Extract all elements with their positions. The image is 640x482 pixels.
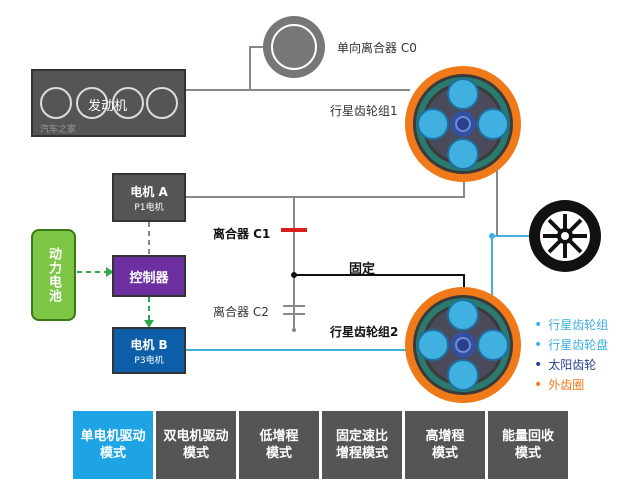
legend-dot: •	[534, 336, 543, 353]
planetary-gearset-2-icon	[405, 287, 521, 403]
battery-block: 动力电池	[31, 229, 76, 321]
mode-tab-fixed-ratio[interactable]: 固定速比增程模式	[322, 411, 402, 479]
mode-label-line1: 固定速比	[335, 429, 388, 444]
planetary-gearset-2-label: 行星齿轮组2	[330, 325, 399, 339]
legend-label: 行星齿轮组	[548, 318, 609, 332]
engine-cylinders-icon	[40, 87, 178, 119]
engine-watermark: 汽车之家	[40, 125, 77, 135]
battery-label: 动力电池	[46, 247, 61, 303]
mode-label-line2: 模式	[99, 446, 126, 461]
legend: • 行星齿轮组 • 行星齿轮盘 • 太阳齿轮 • 外齿圈	[534, 316, 608, 396]
motor-a-subtitle: P1电机	[134, 202, 164, 213]
motor-b-title: 电机 B	[130, 337, 168, 352]
motor-b-block: 电机 B P3电机	[112, 327, 186, 374]
legend-label: 行星齿轮盘	[548, 338, 609, 352]
mode-tab-single-motor[interactable]: 单电机驱动模式	[73, 411, 153, 479]
legend-dot: •	[534, 356, 543, 373]
planetary-gearset-1-icon	[405, 66, 521, 182]
legend-dot: •	[534, 376, 543, 393]
legend-item: • 行星齿轮组	[534, 316, 608, 333]
engine-block	[31, 69, 186, 137]
mode-tab-high-range-extend[interactable]: 高增程模式	[405, 411, 485, 479]
mode-tab-low-range-extend[interactable]: 低增程模式	[239, 411, 319, 479]
mode-tab-energy-recovery[interactable]: 能量回收模式	[488, 411, 568, 479]
motor-a-title: 电机 A	[130, 184, 168, 199]
mode-tab-dual-motor[interactable]: 双电机驱动模式	[156, 411, 236, 479]
legend-label: 外齿圈	[548, 378, 585, 392]
clutch-c1-label: 离合器 C1	[213, 227, 271, 241]
mode-label-line2: 模式	[514, 446, 541, 461]
mode-label-line2: 模式	[182, 446, 209, 461]
legend-item: • 外齿圈	[534, 376, 608, 393]
mode-label-line1: 能量回收	[501, 429, 554, 444]
mode-label-line2: 增程模式	[335, 446, 388, 461]
legend-item: • 太阳齿轮	[534, 356, 608, 373]
fixed-label: 固定	[349, 262, 376, 277]
mode-label-line1: 高增程	[425, 429, 465, 444]
planetary-gearset-1-label: 行星齿轮组1	[330, 104, 398, 118]
mode-label-line1: 双电机驱动	[163, 429, 229, 444]
mode-label-line2: 模式	[265, 446, 292, 461]
engine-label: 发动机	[88, 99, 128, 114]
legend-dot: •	[534, 316, 543, 333]
mode-label-line2: 模式	[431, 446, 458, 461]
mode-label-line1: 低增程	[259, 429, 299, 444]
legend-label: 太阳齿轮	[548, 358, 597, 372]
clutch-c2-label: 离合器 C2	[213, 305, 269, 319]
controller-block: 控制器	[112, 255, 186, 297]
clutch-c0-label: 单向离合器 C0	[337, 41, 417, 55]
motor-a-block: 电机 A P1电机	[112, 173, 186, 222]
mode-label-line1: 单电机驱动	[80, 429, 146, 444]
controller-label: 控制器	[129, 270, 169, 286]
legend-item: • 行星齿轮盘	[534, 336, 608, 353]
motor-b-subtitle: P3电机	[134, 355, 164, 366]
